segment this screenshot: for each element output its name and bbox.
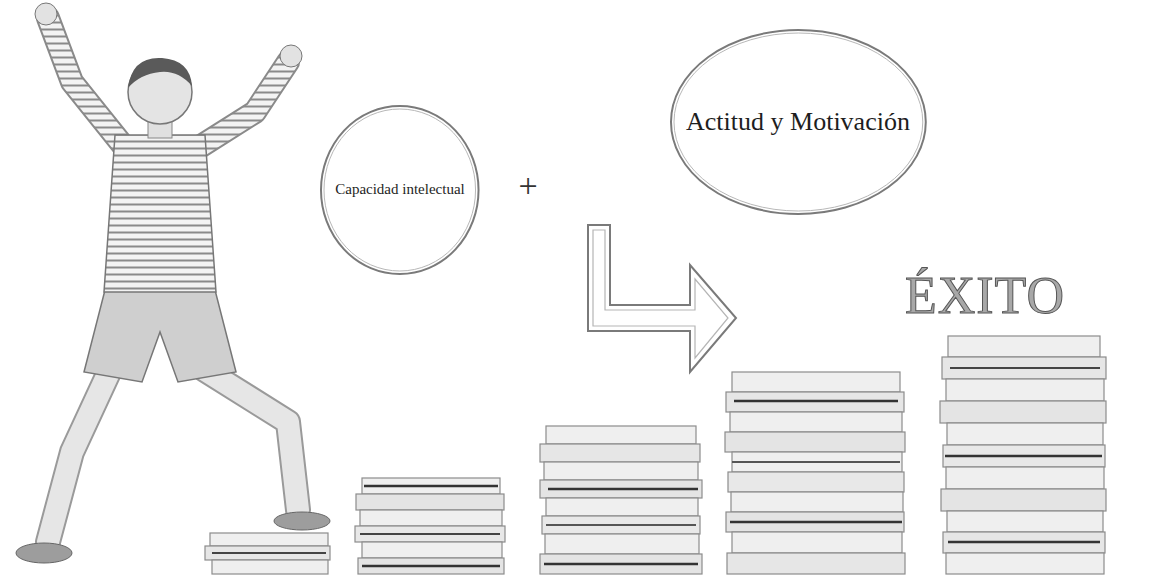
book-stacks <box>205 336 1106 574</box>
plus-sign: + <box>518 169 537 203</box>
concept-label: Actitud y Motivación <box>686 107 910 137</box>
child-figure <box>16 3 330 563</box>
concept-ellipse: Capacidad intelectual <box>320 105 480 275</box>
concept-label: Capacidad intelectual <box>335 181 465 198</box>
success-heading: ÉXITO <box>905 270 1065 322</box>
concept-ellipse: Actitud y Motivación <box>670 29 927 215</box>
hollow-arrow <box>588 225 736 372</box>
